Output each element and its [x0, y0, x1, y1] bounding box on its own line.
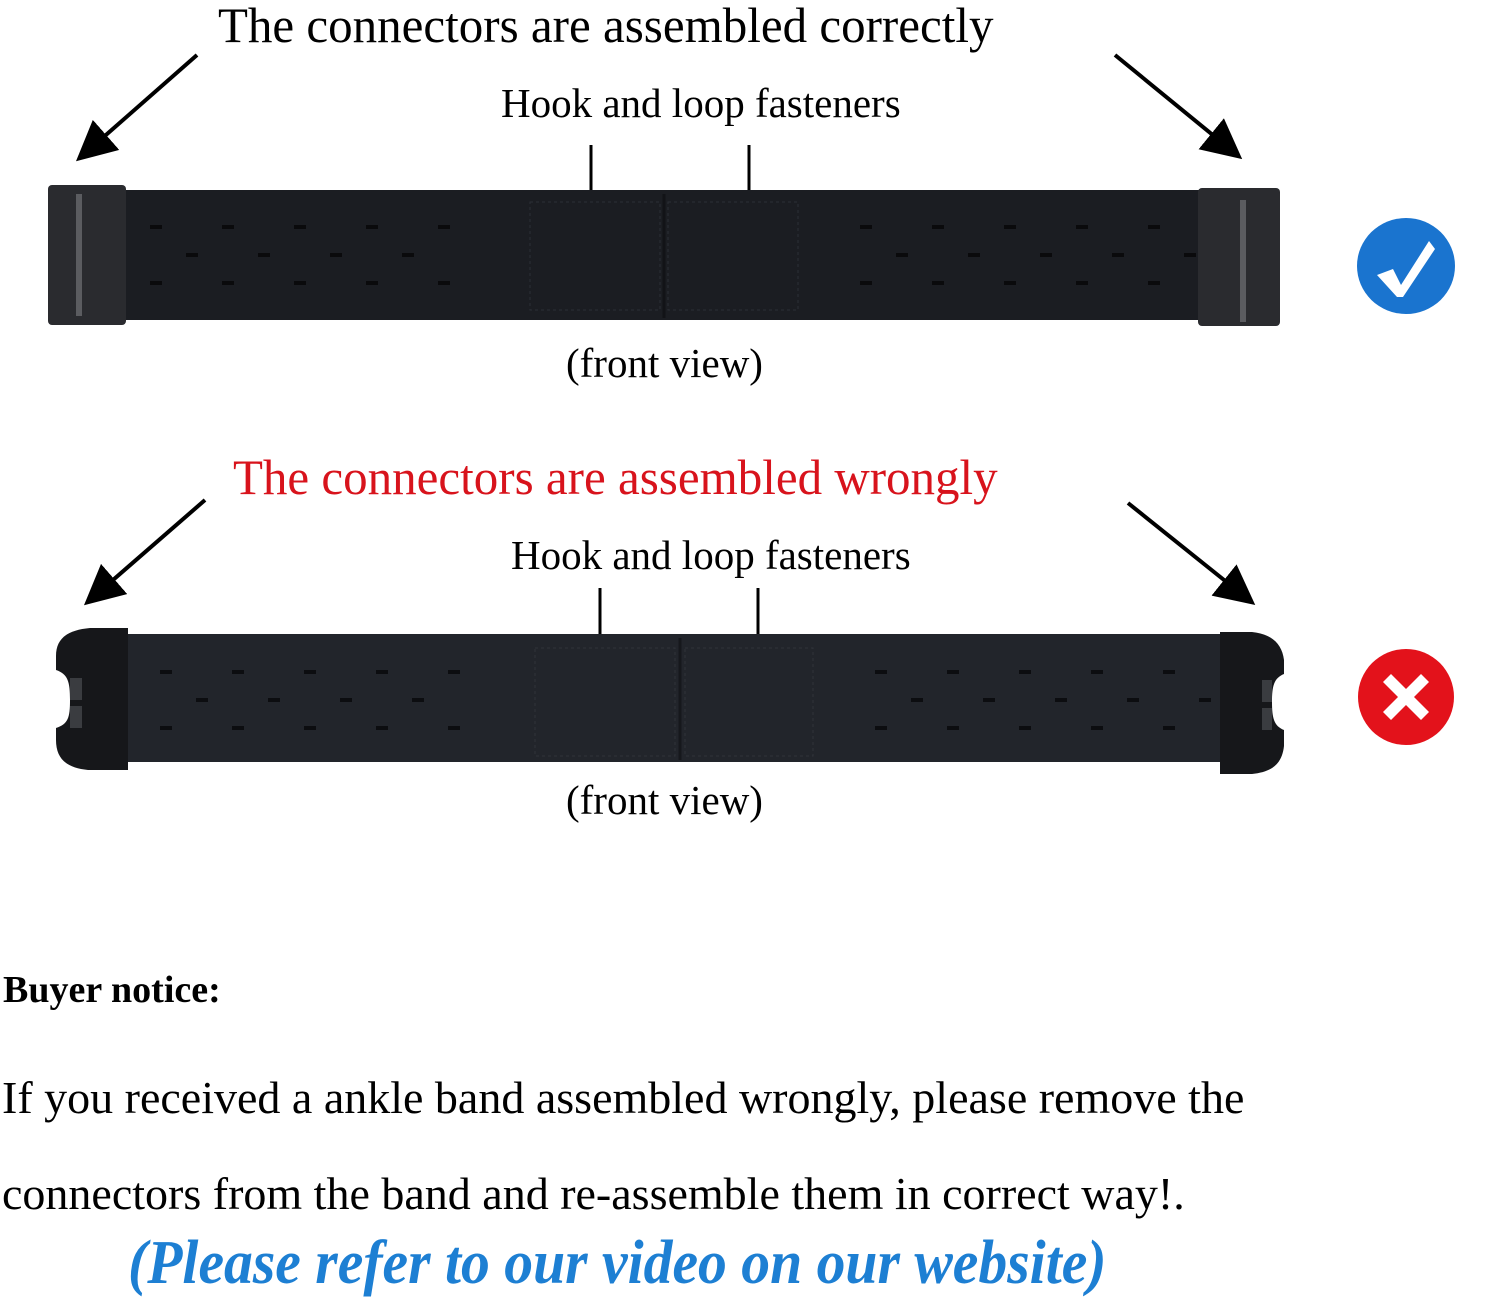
band-hole [330, 253, 342, 257]
band-hole [1112, 253, 1124, 257]
check-circle-icon [1357, 218, 1455, 314]
band-hole [376, 726, 388, 730]
heading-correct: The connectors are assembled correctly [218, 0, 994, 53]
band-hole [1163, 726, 1175, 730]
band-hole [160, 670, 172, 674]
band-hole [222, 281, 234, 285]
band-hole [222, 225, 234, 229]
band-hole [186, 253, 198, 257]
hook-fastener-patch [529, 201, 661, 311]
band-hole [448, 670, 460, 674]
connector-left-wrong [56, 628, 128, 770]
band-hole [340, 698, 352, 702]
band-hole [875, 670, 887, 674]
heading-wrong: The connectors are assembled wrongly [233, 449, 998, 505]
loop-fastener-patch [684, 647, 814, 757]
band-hole [1184, 253, 1196, 257]
band-hole [1004, 225, 1016, 229]
band-hole [294, 225, 306, 229]
hook-fastener-patch [534, 647, 676, 757]
band-hole [150, 225, 162, 229]
band-hole [1163, 670, 1175, 674]
band-hole [947, 670, 959, 674]
band-hole [294, 281, 306, 285]
band-hole [366, 225, 378, 229]
band-hole [1127, 698, 1139, 702]
ankle-band-wrong [56, 628, 1284, 774]
band-hole [304, 726, 316, 730]
connector-right-wrong [1220, 632, 1284, 774]
band-hole [932, 225, 944, 229]
notice-line-1: If you received a ankle band assembled w… [2, 1072, 1245, 1123]
ankle-band-correct [48, 185, 1280, 326]
band-hole [1148, 225, 1160, 229]
band-hole [448, 726, 460, 730]
band-hole [860, 281, 872, 285]
band-hole [160, 726, 172, 730]
band-hole [1148, 281, 1160, 285]
band-hole [947, 726, 959, 730]
fastener-label-wrong: Hook and loop fasteners [511, 532, 911, 578]
connector-right-correct [1198, 188, 1280, 326]
band-hole [268, 698, 280, 702]
band-strap [95, 634, 1245, 762]
caption-wrong: (front view) [566, 777, 763, 823]
arrow-right-connector-correct [1113, 53, 1243, 160]
x-circle-icon [1358, 649, 1454, 745]
band-hole [438, 225, 450, 229]
band-hole [1076, 281, 1088, 285]
band-hole [983, 698, 995, 702]
band-hole [438, 281, 450, 285]
arrow-right-connector-wrong [1126, 501, 1256, 606]
video-reference-note: (Please refer to our video on our websit… [128, 1229, 1107, 1297]
buyer-notice-heading: Buyer notice: [3, 969, 221, 1011]
band-holes [150, 225, 1196, 285]
band-hole [860, 225, 872, 229]
band-hole [1019, 726, 1031, 730]
band-hole [1040, 253, 1052, 257]
band-hole [911, 698, 923, 702]
band-hole [968, 253, 980, 257]
arrow-left-connector-correct [75, 53, 199, 162]
caption-correct: (front view) [566, 340, 763, 386]
band-hole [1199, 698, 1211, 702]
band-hole [232, 670, 244, 674]
band-holes [160, 670, 1211, 730]
band-hole [196, 698, 208, 702]
notice-line-2: connectors from the band and re-assemble… [2, 1168, 1185, 1219]
band-hole [366, 281, 378, 285]
band-hole [402, 253, 414, 257]
band-hole [1004, 281, 1016, 285]
connector-left-correct [48, 185, 126, 325]
band-hole [875, 726, 887, 730]
band-hole [304, 670, 316, 674]
fastener-label-correct: Hook and loop fasteners [501, 80, 901, 126]
band-hole [150, 281, 162, 285]
arrow-left-connector-wrong [83, 498, 207, 606]
band-hole [1019, 670, 1031, 674]
loop-fastener-patch [667, 201, 799, 311]
band-hole [896, 253, 908, 257]
band-hole [1076, 225, 1088, 229]
band-hole [932, 281, 944, 285]
band-hole [1055, 698, 1067, 702]
band-hole [1091, 670, 1103, 674]
buyer-notice-body: If you received a ankle band assembled w… [2, 1050, 1500, 1242]
band-hole [376, 670, 388, 674]
band-hole [232, 726, 244, 730]
band-hole [1091, 726, 1103, 730]
band-hole [258, 253, 270, 257]
band-hole [412, 698, 424, 702]
